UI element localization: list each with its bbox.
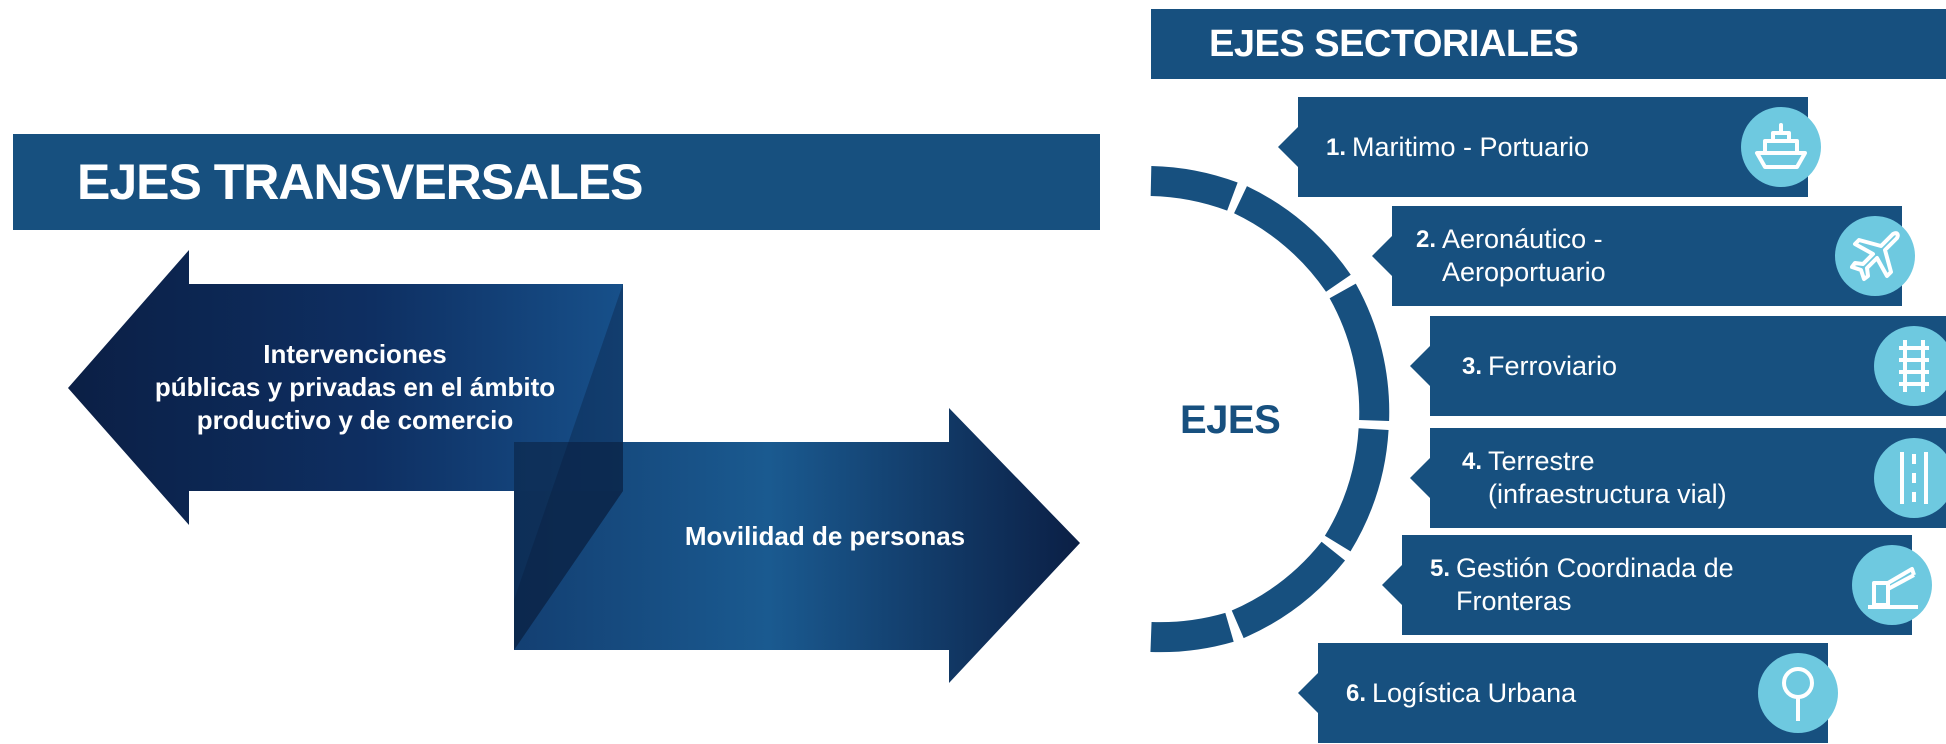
sector-number: 4. <box>1462 448 1483 475</box>
right-arrow-shape <box>514 408 1080 683</box>
sector-number: 1. <box>1326 133 1347 161</box>
sectorial-axes-header: EJES SECTORIALES <box>1151 9 1946 79</box>
ring-segment <box>1150 612 1234 653</box>
sector-label: Ferroviario <box>1488 350 1618 381</box>
sector-number: 3. <box>1462 352 1483 380</box>
left-arrow-shape <box>68 250 623 525</box>
sector-card-borders: 5. Gestión Coordinada de Fronteras <box>1382 535 1932 635</box>
sector-card-aeronautic: 2. Aeronáutico - Aeroportuario <box>1372 206 1915 306</box>
sector-label: Terrestre (infraestructura vial) <box>1488 446 1727 509</box>
ring-center-label: EJES <box>1180 398 1281 442</box>
arrow-overlap-fold <box>514 442 623 650</box>
sector-card-land: 4. Terrestre (infraestructura vial) <box>1410 428 1946 528</box>
stop-sign-icon <box>1758 653 1838 733</box>
border-barrier-icon <box>1852 545 1932 625</box>
sector-number: 6. <box>1346 679 1367 707</box>
ring-segment <box>1329 283 1390 422</box>
airplane-icon <box>1835 216 1915 296</box>
sector-card-urban-logistics: 6. Logística Urbana <box>1298 643 1838 743</box>
ship-icon <box>1741 107 1821 187</box>
sector-label: Maritimo - Portuario <box>1352 131 1590 162</box>
ring-segment <box>1233 186 1351 293</box>
left-arrow-label: Intervenciones públicas y privadas en el… <box>154 339 556 435</box>
sector-number: 5. <box>1430 555 1451 582</box>
sector-label: Aeronáutico - Aeroportuario <box>1442 224 1606 287</box>
railway-track-icon <box>1874 326 1946 406</box>
sector-label: Gestión Coordinada de Fronteras <box>1456 553 1734 616</box>
transversal-axes-title: EJES TRANSVERSALES <box>77 154 643 210</box>
road-icon <box>1874 438 1946 518</box>
ring-segment <box>1231 541 1346 639</box>
right-arrow-label: Movilidad de personas <box>684 521 966 551</box>
arrow-overlap-edge <box>514 284 623 650</box>
transversal-axes-header: EJES TRANSVERSALES <box>13 134 1100 230</box>
sector-number: 2. <box>1416 226 1437 253</box>
ring-segment <box>1150 166 1238 211</box>
sector-card-maritime: 1. Maritimo - Portuario <box>1278 97 1821 197</box>
sectorial-axes-title: EJES SECTORIALES <box>1209 22 1579 65</box>
sector-label: Logística Urbana <box>1372 677 1577 708</box>
ring-segment <box>1324 427 1389 552</box>
axes-ring <box>1150 166 1390 653</box>
sector-card-railway: 3. Ferroviario <box>1410 316 1946 416</box>
